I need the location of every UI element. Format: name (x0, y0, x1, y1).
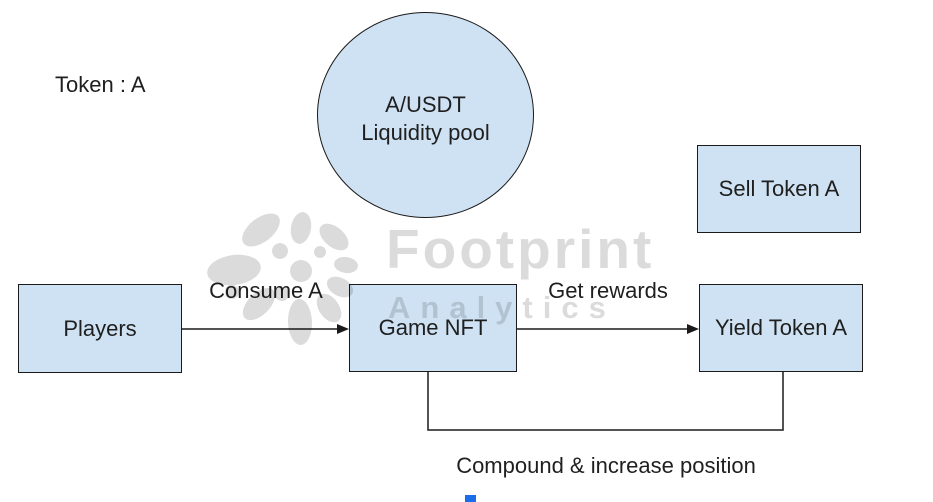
footer-logo-mark (465, 495, 476, 502)
game-nft-node: Game NFT (349, 284, 517, 372)
sell-token-a-node: Sell Token A (697, 145, 861, 233)
pool-label-line1: A/USDT (385, 92, 466, 117)
watermark-line1: Footprint (386, 218, 655, 280)
liquidity-pool-node: A/USDT Liquidity pool (317, 12, 534, 218)
compound-label: Compound & increase position (456, 453, 756, 478)
game-nft-label: Game NFT (378, 315, 488, 340)
rewards-arrowhead (687, 324, 699, 334)
yield-token-a-label: Yield Token A (714, 315, 848, 340)
players-label: Players (63, 315, 137, 341)
compound-loop-line (427, 372, 784, 431)
sell-token-a-label: Sell Token A (718, 176, 840, 201)
get-rewards-label: Get rewards (548, 278, 668, 303)
pool-label-line2: Liquidity pool (361, 120, 490, 145)
consume-arrowhead (337, 324, 349, 334)
token-label: Token : A (55, 72, 146, 97)
consume-a-label: Consume A (209, 278, 323, 303)
yield-token-a-node: Yield Token A (699, 284, 863, 372)
players-node: Players (18, 284, 182, 373)
